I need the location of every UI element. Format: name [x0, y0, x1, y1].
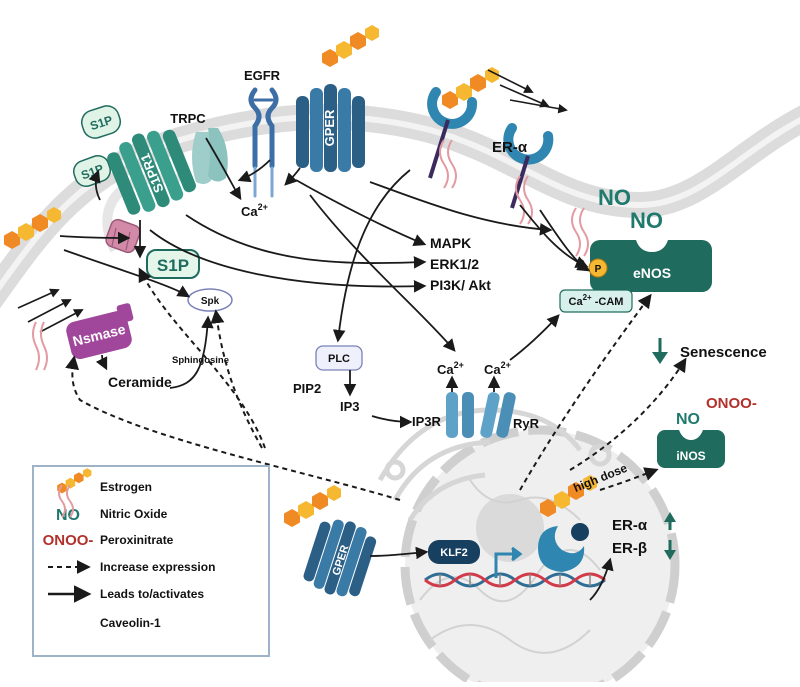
legend-label-caveolin-1: Caveolin-1 [100, 616, 161, 630]
enos-label: eNOS [633, 265, 671, 281]
no-inos-label: NO [676, 411, 700, 428]
ca-trpc-label: Ca2+ [241, 202, 268, 219]
er-beta-nuclear-label: ER-β [612, 540, 647, 557]
inos-label: iNOS [676, 449, 705, 463]
egfr-receptor [248, 87, 279, 198]
dna-helix [424, 572, 606, 588]
no-label-2: NO [630, 208, 663, 233]
legend-label-estrogen: Estrogen [100, 480, 152, 494]
legend-label-increase-expression: Increase expression [100, 560, 215, 574]
ryr-label: RyR [513, 416, 540, 431]
legend-item-increase-expression: Increase expression [48, 560, 215, 574]
sphingosine-label: Sphingosine [172, 355, 229, 366]
gper-receptor-nuclear: GPER [303, 519, 377, 597]
ca-cam-complex: Ca2+ -CAM [559, 289, 633, 313]
er-up-down-arrows [664, 512, 676, 560]
incoming-stimulus-arrows-top [487, 69, 568, 114]
s1p-bubble-top: S1P [80, 105, 122, 139]
s1p-bubble-large: S1P [146, 249, 200, 279]
pip2-label: PIP2 [293, 381, 321, 396]
er-alpha-receptor-1 [427, 87, 478, 179]
er-alpha-receptor-2 [503, 123, 554, 209]
klf2-label: KLF2 [440, 547, 468, 559]
dashed-arrows [65, 267, 687, 501]
no-label-1: NO [598, 185, 631, 210]
enos-enzyme: eNOS [590, 240, 712, 292]
gper-membrane-label: GPER [322, 109, 337, 146]
ip3r-label: IP3R [412, 414, 442, 429]
legend-label-leads-to: Leads to/activates [100, 587, 204, 601]
ca-ryr-label: Ca2+ [484, 360, 511, 377]
ip3-label: IP3 [340, 399, 360, 414]
ca-ip3r-label: Ca2+ [437, 360, 464, 377]
gper-receptor-membrane: GPER [296, 84, 365, 172]
spk-kinase: Spk [187, 288, 233, 312]
trpc-label: TRPC [170, 111, 206, 126]
spk-label: Spk [201, 296, 220, 307]
s1p-label-large: S1P [157, 256, 189, 275]
erk-label: ERK1/2 [430, 256, 479, 272]
ca-cam-label: Ca2+ -CAM [569, 293, 624, 308]
legend-item-peroxinitrate: ONOO- Peroxinitrate [43, 532, 174, 549]
legend-item-estrogen: Estrogen [57, 468, 152, 494]
trpc-channel [192, 128, 228, 184]
endoplasmic-reticulum [377, 407, 612, 522]
plc-label: PLC [328, 353, 350, 365]
egfr-label: EGFR [244, 68, 281, 83]
estrogen-molecule-nuclear-gper [284, 485, 341, 527]
solid-arrows [59, 137, 614, 601]
legend-item-nitric-oxide: NO Nitric Oxide [56, 507, 168, 524]
legend-item-leads-to: Leads to/activates [48, 585, 204, 603]
er-nuclear-receptor [538, 523, 589, 572]
klf2-factor: KLF2 [428, 540, 480, 564]
er-alpha-nuclear-label: ER-α [612, 517, 648, 534]
transcription-start-arrow [494, 546, 523, 578]
er-alpha-membrane-label: ER-α [492, 139, 528, 156]
ryr-channel [480, 392, 516, 438]
legend-item-caveolin-1: Caveolin-1 [58, 484, 161, 630]
ceramide-label: Ceramide [108, 374, 172, 390]
ip3r-channel [446, 392, 474, 438]
s1pr1-receptor: S1PR1 [107, 129, 196, 215]
plc-enzyme: PLC [315, 345, 363, 371]
caveolin-1-markers [32, 139, 589, 371]
estrogen-molecule-gper [322, 25, 379, 67]
incoming-stimulus-arrows-left [17, 288, 84, 333]
legend-label-nitric-oxide: Nitric Oxide [100, 507, 168, 521]
legend-label-peroxinitrate: Peroxinitrate [100, 533, 174, 547]
legend: Estrogen NO Nitric Oxide ONOO- Peroxinit… [32, 465, 270, 657]
phosphate-group: P [588, 258, 608, 278]
legend-symbol-no: NO [56, 507, 80, 524]
phosphate-label: P [595, 264, 602, 275]
senescence-label: Senescence [680, 344, 767, 361]
pi3k-akt-label: PI3K/ Akt [430, 277, 491, 293]
onoo-label: ONOO- [706, 395, 757, 412]
senescence-down-arrow [652, 338, 668, 364]
mapk-label: MAPK [430, 235, 471, 251]
s1p-label-top: S1P [88, 113, 114, 133]
legend-symbol-onoo: ONOO- [43, 532, 94, 549]
inos-enzyme: iNOS [657, 430, 725, 468]
nsmase-enzyme: Nsmase [66, 303, 134, 360]
